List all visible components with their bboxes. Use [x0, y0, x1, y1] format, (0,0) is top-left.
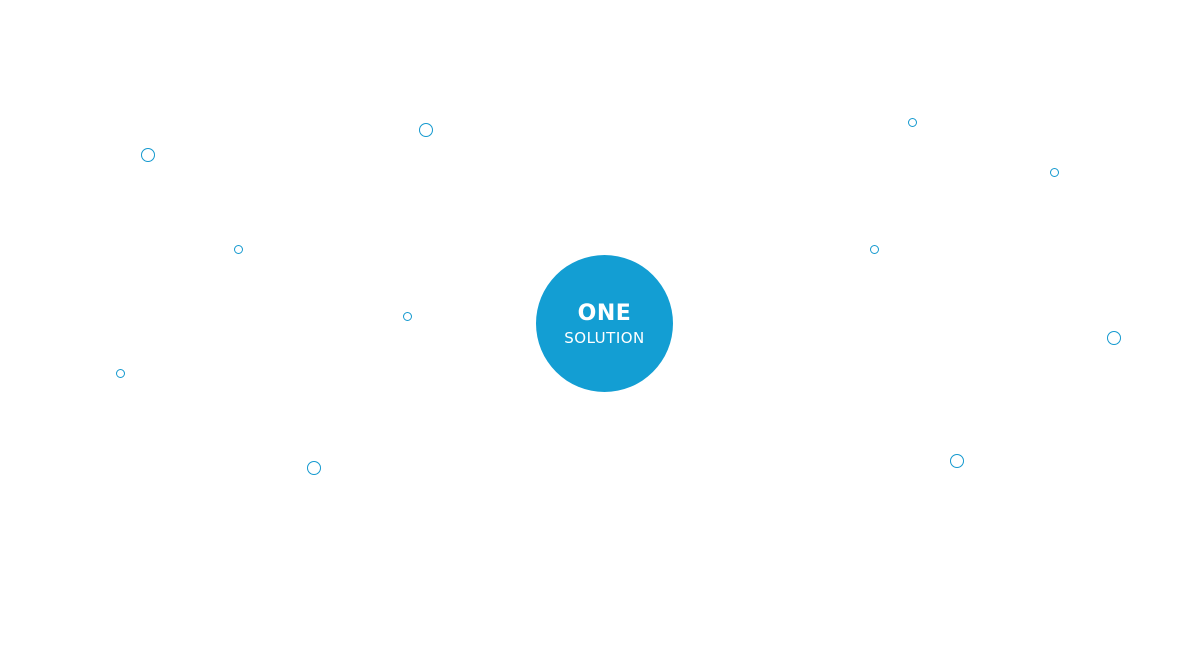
center-title: ONE: [577, 300, 632, 326]
decor-circle: [234, 245, 243, 254]
decor-circle: [403, 312, 412, 321]
decor-circle: [1107, 331, 1121, 345]
decor-circle: [141, 148, 155, 162]
center-subtitle: SOLUTION: [564, 328, 645, 347]
decor-circle: [870, 245, 879, 254]
decor-circle: [307, 461, 321, 475]
decor-circle: [950, 454, 964, 468]
decor-circle: [908, 118, 917, 127]
decor-circle: [116, 369, 125, 378]
center-badge: ONE SOLUTION: [536, 255, 673, 392]
decor-circle: [419, 123, 433, 137]
decor-circle: [1050, 168, 1059, 177]
